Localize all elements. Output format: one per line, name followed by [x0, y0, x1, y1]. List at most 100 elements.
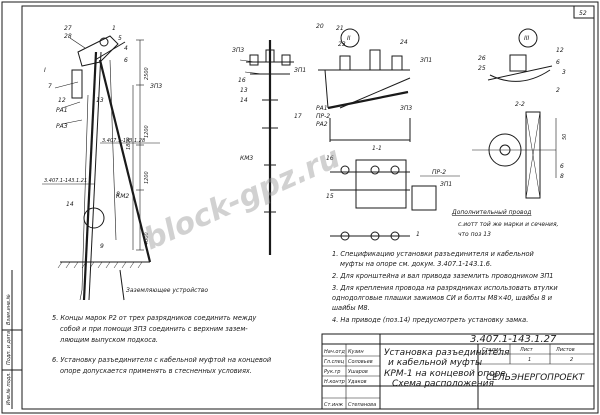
note-5b: собой и при помощи ЗП3 соединить с верхн…	[60, 325, 248, 333]
tb-name-2: Соловьев	[348, 359, 373, 365]
tb-role-3: Рук.гр	[324, 369, 340, 375]
front-pole-view	[239, 40, 294, 255]
label-24: 24	[400, 39, 408, 46]
main-pole-edge	[88, 51, 102, 301]
section-1-1	[330, 159, 460, 241]
tb-sheets-no: 2	[570, 357, 573, 363]
side-strip-label-3: Инв.№ подл.	[6, 372, 12, 405]
tb-sheet-header: Лист	[519, 347, 534, 353]
arrester	[71, 69, 83, 99]
dim-1200a: 1200	[144, 125, 150, 138]
label-7: 7	[48, 83, 52, 90]
view-II-detail	[318, 28, 411, 142]
label-zp3-front: ЗП3	[232, 47, 244, 54]
tb-name-5: Степанова	[348, 402, 376, 408]
label-20: 20	[316, 23, 324, 30]
note-2: 2. Для кронштейна и вал привода заземлит…	[332, 272, 554, 280]
label-zp-II: РА2	[316, 121, 328, 128]
tb-role-5: Ст.инж	[324, 402, 344, 408]
section-2-2-label: 2-2	[515, 101, 525, 108]
label-26: 26	[478, 55, 486, 62]
label-6-22: 6	[560, 163, 564, 170]
tb-title-4: Схема расположения	[392, 379, 495, 389]
note-6b: опоре допускается применять в стесненных…	[60, 367, 252, 375]
side-strip-label-2: Подп. и дата	[6, 331, 12, 365]
note-5c: ляющим выпуском подкоса.	[59, 336, 158, 344]
label-zp3-II: ЗП3	[400, 105, 412, 112]
tb-role-2: Гл.спец	[324, 359, 345, 365]
pole-brace	[98, 59, 152, 263]
view-II-label: II	[347, 35, 351, 42]
tb-sheet-no: 1	[528, 357, 531, 363]
page-number-box	[573, 5, 595, 19]
main-pole	[82, 51, 98, 301]
tb-role-1: Нач.отд	[324, 349, 345, 355]
label-15-11: 15	[326, 193, 334, 200]
label-zp1-front: ЗП1	[294, 67, 306, 74]
ref-21: 3.407.1-143.1.21	[44, 178, 87, 184]
label-13-front: 13	[240, 87, 248, 94]
note-3b: однодолговые плашки зажимов СИ и болты М…	[332, 294, 553, 302]
label-14: 14	[66, 201, 74, 208]
sheet-inner-frame	[21, 5, 595, 410]
label-km3: КМ3	[240, 155, 253, 162]
label-5: 5	[118, 35, 122, 42]
label-1: 1	[112, 25, 116, 32]
label-2-III: 2	[556, 87, 560, 94]
extra-wire-text-2: что поз 13	[458, 231, 491, 238]
tb-name-3: Ушаров	[348, 369, 368, 375]
tb-name-1: Кузин	[348, 349, 364, 355]
label-ra1: РА1	[56, 107, 68, 114]
label-14-front: 14	[240, 97, 248, 104]
cable	[79, 94, 89, 301]
label-12-III: 12	[556, 47, 564, 54]
label-9: 9	[100, 243, 104, 250]
tb-title-3: КРМ-1 на концевой опоре	[384, 369, 506, 379]
label-28: 28	[64, 33, 72, 40]
view-III-label: III	[524, 35, 530, 42]
dim-2500: 2500	[144, 67, 150, 80]
dim-50: 50	[562, 134, 568, 140]
note-3c: шайбы М8.	[332, 304, 370, 312]
view-I-marker: I	[44, 67, 46, 74]
label-6: 6	[124, 57, 128, 64]
side-strip-label-1: Взам.инв.№	[6, 294, 12, 325]
section-1-1-label: 1-1	[372, 145, 382, 152]
tb-name-4: Удаков	[348, 379, 367, 385]
label-25: 25	[478, 65, 486, 72]
tb-title-1: Установка разъединителя	[384, 348, 510, 358]
title-block	[321, 333, 595, 410]
label-8: 8	[116, 191, 120, 198]
dim-4000: 4000	[144, 232, 150, 245]
label-21: 21	[336, 25, 344, 32]
note-6a: 6. Установку разъединителя с кабельной м…	[52, 356, 272, 364]
tb-title-2: и кабельной муфты	[388, 358, 482, 368]
label-13: 13	[96, 97, 104, 104]
dim-1800: 1800	[126, 137, 132, 150]
label-zp3-main: ЗП3	[150, 83, 162, 90]
label-ra1-11: ПР-2	[432, 169, 446, 176]
extra-wire-text-1: с.иотт той же марки и сечения,	[458, 221, 559, 228]
insulator-top	[99, 37, 109, 47]
label-p2: РА1	[316, 105, 328, 112]
drive-rod	[109, 59, 117, 241]
label-3-III: 3	[562, 69, 566, 76]
label-23: 23	[338, 41, 346, 48]
label-17: 17	[294, 113, 302, 120]
note-4: 4. На приводе (поз.14) предусмотреть уст…	[332, 316, 528, 324]
note-5a: 5. Концы марок Р2 от трех разрядников со…	[52, 314, 256, 322]
pole-head	[77, 35, 119, 67]
label-16-11: 16	[326, 155, 334, 162]
view-III-detail	[487, 28, 553, 82]
tb-org: СЕЛЬЭНЕРГОПРОЕКТ	[486, 373, 586, 383]
ground-electrode	[119, 269, 125, 301]
label-zp1-11: ЗП1	[440, 181, 452, 188]
label-4: 4	[124, 45, 128, 52]
tb-role-4: Н.контр	[324, 379, 345, 385]
main-pole-view	[42, 35, 160, 301]
page-number: 52	[579, 10, 587, 17]
note-3: 3. Для крепления провода на разрядниках …	[332, 284, 558, 292]
